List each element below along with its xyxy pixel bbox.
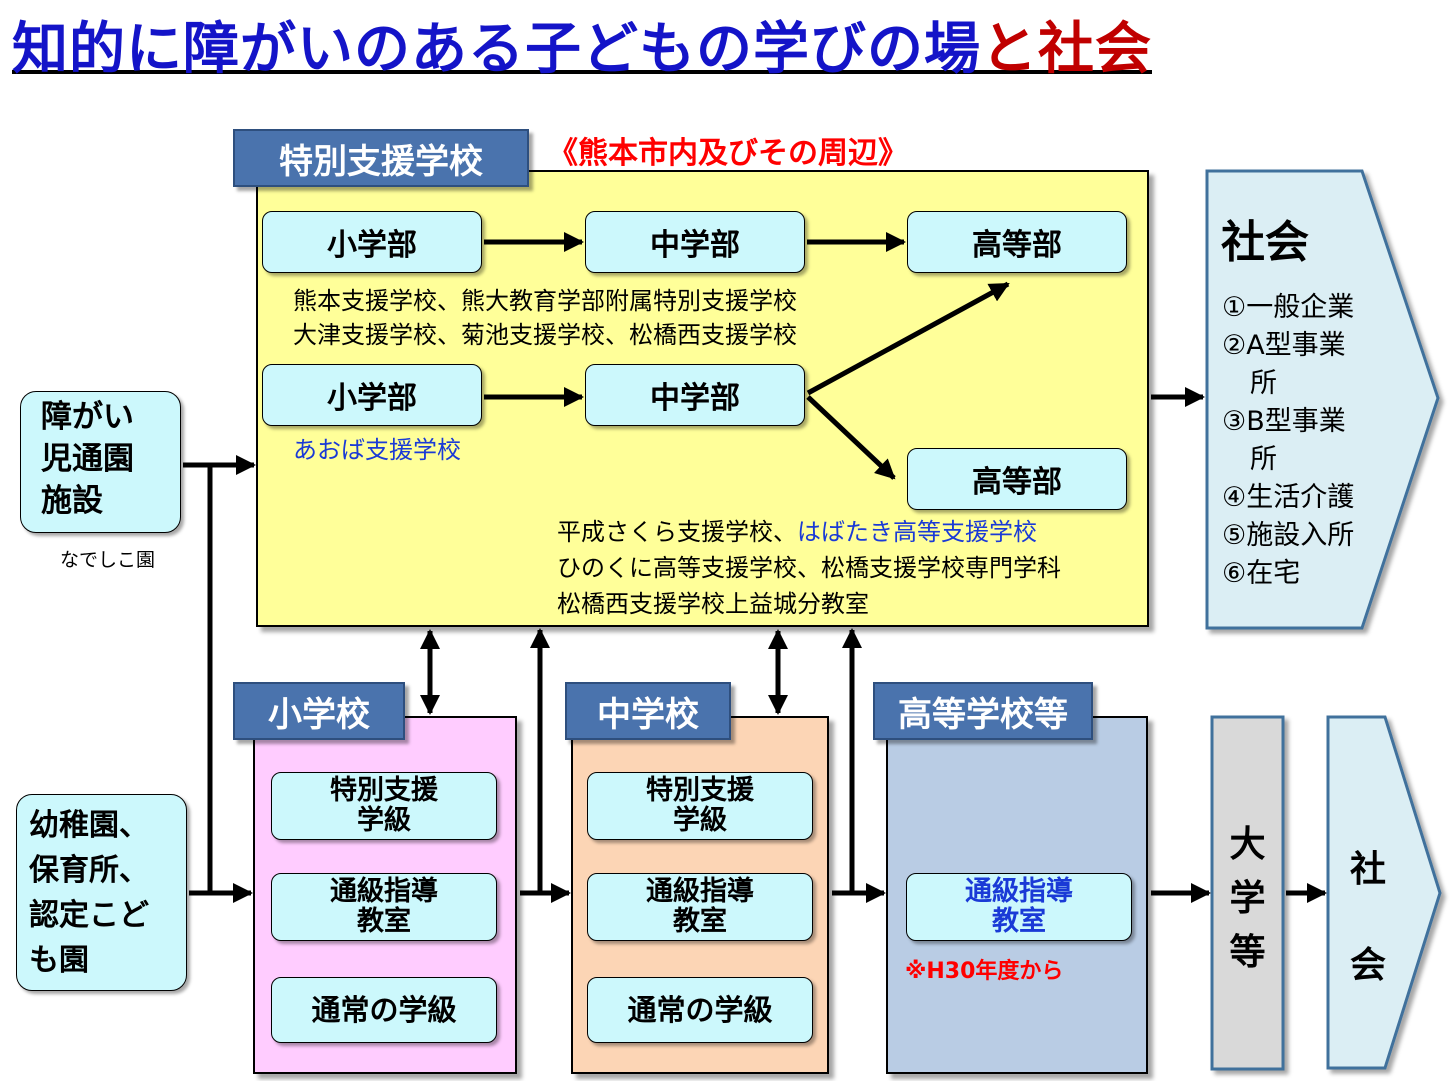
row2-elementary-dept: 小学部 bbox=[262, 364, 482, 426]
junior-special-class-text: 特別支援 学級 bbox=[646, 775, 754, 836]
hs-schools-line1: 平成さくら支援学校、はばたき高等支援学校 bbox=[557, 515, 1037, 549]
hs-schools-line1a: 平成さくら支援学校、 bbox=[557, 518, 797, 546]
high-note: ※H30年度から bbox=[905, 959, 1064, 984]
hs-schools-line3: 松橋西支援学校上益城分教室 bbox=[557, 590, 869, 618]
high-resource-room: 通級指導 教室 bbox=[906, 873, 1132, 941]
special-school-header: 特別支援学校 bbox=[233, 129, 529, 187]
society-item-3b: 所 bbox=[1250, 444, 1277, 475]
university-char-1: 大 bbox=[1229, 824, 1266, 865]
elementary-header: 小学校 bbox=[233, 682, 405, 740]
society-item-2b: 所 bbox=[1250, 368, 1277, 399]
kinder-line2: 保育所、 bbox=[29, 853, 149, 888]
university-label: 大 学 等 bbox=[1212, 818, 1283, 980]
hs-schools-line2: ひのくに高等支援学校、松橋支援学校専門学科 bbox=[557, 554, 1061, 582]
society-small-char-2: 会 bbox=[1349, 945, 1386, 986]
row1-schools-line2: 大津支援学校、菊池支援学校、松橋西支援学校 bbox=[293, 321, 797, 349]
society-item-2: ②A型事業 bbox=[1222, 330, 1346, 361]
society-item-4: ④生活介護 bbox=[1222, 482, 1355, 513]
facility-line1: 障がい bbox=[41, 399, 134, 435]
society-big-title: 社会 bbox=[1221, 217, 1309, 268]
society-small-shape bbox=[1326, 715, 1442, 1070]
junior-resource-room-text: 通級指導 教室 bbox=[646, 876, 754, 937]
row2-school: あおば支援学校 bbox=[293, 436, 461, 464]
university-char-2: 学 bbox=[1229, 878, 1266, 919]
society-big-list: ①一般企業 ②A型事業 所 ③B型事業 所 ④生活介護 ⑤施設入所 ⑥在宅 bbox=[1222, 289, 1354, 593]
row1-elementary-dept: 小学部 bbox=[262, 211, 482, 273]
title-accent: と社会 bbox=[981, 17, 1152, 82]
region-label: 《熊本市内及びその周辺》 bbox=[548, 136, 908, 171]
junior-regular-class: 通常の学級 bbox=[587, 977, 813, 1043]
society-big-shape bbox=[1205, 169, 1440, 630]
hs-schools-line1b: はばたき高等支援学校 bbox=[797, 518, 1037, 546]
society-item-3: ③B型事業 bbox=[1222, 406, 1346, 437]
arrow-row2-up bbox=[806, 281, 1010, 396]
elem-special-class: 特別支援 学級 bbox=[271, 772, 497, 840]
elem-resource-room-text: 通級指導 教室 bbox=[330, 876, 438, 937]
kinder-line4: も園 bbox=[29, 943, 89, 978]
page-title: 知的に障がいのある子どもの学びの場と社会 bbox=[12, 4, 1152, 82]
society-small-char-1: 社 bbox=[1349, 849, 1386, 890]
row1-junior-dept: 中学部 bbox=[585, 211, 805, 273]
facility-line2: 児通園 bbox=[41, 441, 134, 477]
facility-line3: 施設 bbox=[41, 483, 103, 519]
society-item-6: ⑥在宅 bbox=[1222, 558, 1301, 589]
university-char-3: 等 bbox=[1229, 932, 1266, 973]
junior-header: 中学校 bbox=[565, 682, 731, 740]
high-header: 高等学校等 bbox=[873, 682, 1093, 740]
kinder-line3: 認定こど bbox=[29, 898, 149, 933]
row2-junior-dept: 中学部 bbox=[585, 364, 805, 426]
row1-schools-line1: 熊本支援学校、熊大教育学部附属特別支援学校 bbox=[293, 287, 797, 315]
row2-high-dept: 高等部 bbox=[907, 448, 1127, 510]
elem-regular-class: 通常の学級 bbox=[271, 977, 497, 1043]
elem-resource-room: 通級指導 教室 bbox=[271, 873, 497, 941]
society-item-1: ①一般企業 bbox=[1222, 292, 1355, 323]
facility-box: 障がい 児通園 施設 bbox=[20, 391, 181, 533]
junior-special-class: 特別支援 学級 bbox=[587, 772, 813, 840]
elem-special-class-text: 特別支援 学級 bbox=[330, 775, 438, 836]
title-main: 知的に障がいのある子どもの学びの場 bbox=[12, 17, 981, 82]
society-item-5: ⑤施設入所 bbox=[1222, 520, 1355, 551]
row1-high-dept: 高等部 bbox=[907, 211, 1127, 273]
kinder-line1: 幼稚園、 bbox=[29, 808, 149, 843]
high-resource-room-text: 通級指導 教室 bbox=[965, 876, 1073, 937]
university-shape bbox=[1210, 715, 1285, 1071]
kinder-box: 幼稚園、 保育所、 認定こど も園 bbox=[16, 794, 187, 991]
society-small-label: 社 会 bbox=[1338, 822, 1398, 1014]
junior-resource-room: 通級指導 教室 bbox=[587, 873, 813, 941]
arrow-row2-down bbox=[806, 395, 896, 480]
facility-note: なでしこ園 bbox=[60, 549, 156, 571]
